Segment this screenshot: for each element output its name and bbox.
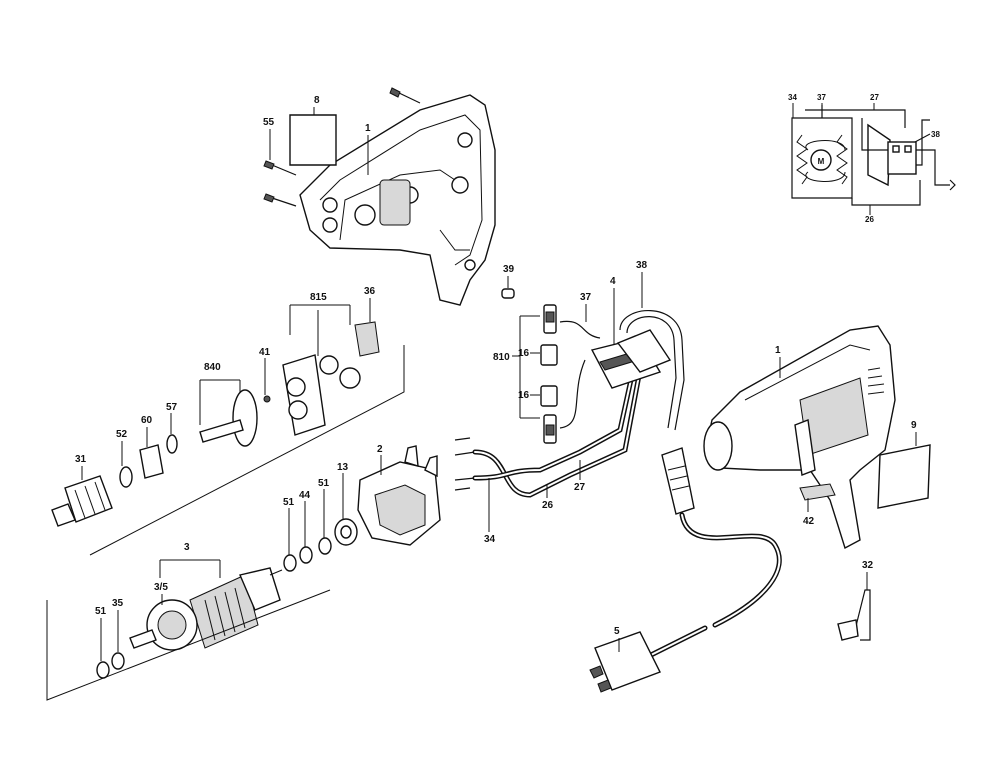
chuck-31-part xyxy=(51,475,113,527)
washer-51-b-part xyxy=(318,537,332,555)
schematic-callout-38: 38 xyxy=(931,130,940,139)
brush-16-a-part xyxy=(540,344,558,366)
callout-1-top: 1 xyxy=(365,123,371,134)
schematic-motor-symbol: M xyxy=(818,157,825,166)
callout-31: 31 xyxy=(75,454,87,465)
callout-38: 38 xyxy=(636,260,648,271)
callout-815: 815 xyxy=(310,292,327,303)
bearing-815-a-part xyxy=(319,355,339,375)
callout-34: 34 xyxy=(484,534,496,545)
callout-39: 39 xyxy=(503,264,515,275)
wire-37-part xyxy=(559,320,601,429)
callout-32: 32 xyxy=(862,560,874,571)
label-plate-36-part xyxy=(354,321,380,357)
switch-4-part xyxy=(590,329,672,389)
nameplate-8-part xyxy=(289,114,337,166)
bushing-60-part xyxy=(139,444,164,479)
callout-51-a: 51 xyxy=(283,497,295,508)
callout-35: 35 xyxy=(112,598,124,609)
callout-9: 9 xyxy=(911,420,917,431)
brush-holder-a-part xyxy=(543,304,557,334)
nameplate-9-part xyxy=(877,444,931,509)
wire-38-part xyxy=(619,310,685,431)
schematic-callout-26: 26 xyxy=(865,215,874,224)
screw-top-part xyxy=(389,87,421,104)
brush-16-b-part xyxy=(540,385,558,407)
callout-52: 52 xyxy=(116,429,128,440)
washer-44-part xyxy=(299,546,313,564)
label-42-part xyxy=(799,483,836,501)
callout-8: 8 xyxy=(314,95,320,106)
callout-16-a: 16 xyxy=(518,348,530,359)
screw-55-a-part xyxy=(263,160,297,176)
callout-27: 27 xyxy=(574,482,586,493)
assembled-housing-part xyxy=(703,325,896,550)
washer-35-part xyxy=(111,652,125,670)
callout-16-b: 16 xyxy=(518,390,530,401)
callout-36: 36 xyxy=(364,286,376,297)
callout-44: 44 xyxy=(299,490,311,501)
wire-26-part xyxy=(472,367,643,498)
ball-41-part xyxy=(263,395,271,403)
callout-51-b: 51 xyxy=(318,478,330,489)
schematic-callout-34: 34 xyxy=(788,93,797,102)
housing-half-part xyxy=(299,94,496,306)
brush-holder-b-part xyxy=(543,414,557,444)
key-32-part xyxy=(837,589,871,641)
callout-57: 57 xyxy=(166,402,178,413)
power-cord-part xyxy=(642,447,782,661)
schematic-callout-27: 27 xyxy=(870,93,879,102)
callout-26: 26 xyxy=(542,500,554,511)
callout-3: 3 xyxy=(184,542,190,553)
schematic-callout-37: 37 xyxy=(817,93,826,102)
callout-60: 60 xyxy=(141,415,153,426)
washer-52-part xyxy=(119,466,133,488)
bearing-plate-part xyxy=(282,354,326,436)
callout-4: 4 xyxy=(610,276,616,287)
bearing-815-b-part xyxy=(339,367,361,389)
field-2-part xyxy=(357,445,441,546)
wiring-schematic xyxy=(791,105,956,206)
bearing-13-part xyxy=(334,518,358,546)
plug-5-part xyxy=(589,631,661,693)
callout-5: 5 xyxy=(614,626,620,637)
callout-51-c: 51 xyxy=(95,606,107,617)
pin-39-part xyxy=(501,288,515,299)
washer-51-c-part xyxy=(96,661,110,679)
callout-41: 41 xyxy=(259,347,271,358)
callout-42: 42 xyxy=(803,516,815,527)
callout-55: 55 xyxy=(263,117,275,128)
washer-51-a-part xyxy=(283,554,297,572)
wire-34-part xyxy=(454,437,476,491)
armature-3-part xyxy=(129,567,283,651)
wire-27-part xyxy=(472,372,635,481)
callout-1-right: 1 xyxy=(775,345,781,356)
callout-840: 840 xyxy=(204,362,221,373)
callout-3-5: 3/5 xyxy=(154,582,168,593)
screw-55-b-part xyxy=(263,193,297,207)
gear-840-part xyxy=(199,389,258,447)
washer-57-part xyxy=(166,434,178,454)
callout-37: 37 xyxy=(580,292,592,303)
callout-2: 2 xyxy=(377,444,383,455)
callout-13: 13 xyxy=(337,462,349,473)
callout-810: 810 xyxy=(493,352,510,363)
